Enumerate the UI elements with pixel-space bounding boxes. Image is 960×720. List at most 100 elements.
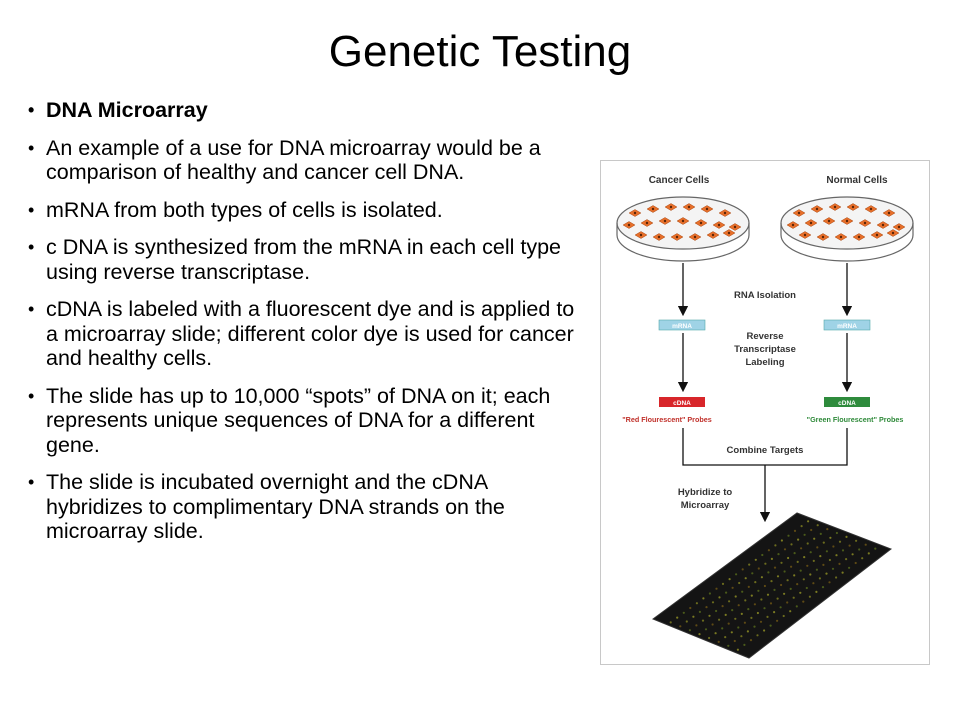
microarray-spot: [822, 541, 825, 544]
microarray-spot: [855, 539, 858, 542]
cell-nucleus: [627, 223, 631, 227]
microarray-spot: [701, 619, 705, 622]
microarray-spot: [747, 585, 750, 588]
microarray-spot: [763, 584, 766, 588]
microarray-spot: [727, 622, 730, 625]
microarray-spot: [754, 558, 757, 561]
microarray-spot: [803, 533, 806, 536]
microarray-spot: [715, 609, 718, 613]
microarray-spot: [737, 626, 740, 629]
cell-nucleus: [733, 225, 737, 229]
microarray-spot: [829, 536, 832, 539]
cell-nucleus: [803, 233, 807, 237]
microarray-spot: [735, 573, 738, 576]
microarray-spot: [731, 609, 734, 612]
microarray-spot: [721, 605, 724, 608]
microarray-spot: [819, 532, 822, 535]
microarray-spot: [718, 596, 721, 599]
microarray-spot: [795, 605, 798, 608]
microarray-spot: [738, 581, 741, 585]
microarray-spot: [835, 576, 838, 579]
microarray-spot: [727, 644, 730, 647]
cell-nucleus: [845, 219, 849, 223]
microarray-spot: [744, 599, 747, 602]
bullet-text: DNA Microarray: [46, 98, 208, 122]
microarray-spot: [812, 582, 815, 585]
microarray-spot: [767, 549, 770, 552]
rt-label-line3: Labeling: [745, 357, 784, 368]
cell-nucleus: [857, 235, 861, 239]
microarray-spot: [848, 544, 851, 547]
microarray-spot: [688, 629, 691, 632]
microarray-spot: [777, 553, 780, 556]
microarray-spot: [780, 583, 783, 587]
microarray-spot: [770, 557, 773, 560]
microarray-spot: [734, 595, 737, 598]
microarray-spot: [750, 616, 753, 619]
microarray-spot: [767, 571, 770, 574]
microarray-spot: [835, 554, 838, 557]
microarray-spot: [747, 608, 750, 611]
microarray-spot: [736, 648, 739, 651]
cell-nucleus: [705, 207, 709, 211]
cell-nucleus: [797, 211, 801, 215]
microarray-spot: [838, 540, 842, 543]
bullet-item: •An example of a use for DNA microarray …: [28, 136, 580, 185]
microarray-spot: [835, 531, 838, 535]
microarray-spot: [770, 580, 773, 583]
microarray-spot: [718, 618, 721, 621]
cancer-cells-dish: [616, 196, 750, 262]
microarray-spot: [711, 623, 714, 626]
microarray-spot: [861, 557, 864, 560]
cell-nucleus: [815, 207, 819, 211]
microarray-spot: [845, 535, 848, 538]
microarray-spot: [816, 546, 819, 549]
microarray-spot: [810, 528, 813, 532]
microarray-spot: [740, 635, 743, 638]
microarray-spot: [815, 568, 818, 571]
microarray-spot: [692, 615, 695, 618]
microarray-spot: [698, 610, 701, 613]
microarray-spot: [704, 628, 708, 631]
cell-nucleus: [863, 221, 867, 225]
microarray-spot: [805, 586, 808, 590]
microarray-spot: [724, 613, 727, 616]
rt-label-line2: Transcriptase: [734, 344, 796, 355]
microarray-spot: [766, 593, 770, 596]
microarray-spot: [746, 630, 749, 633]
cell-nucleus: [723, 211, 727, 215]
microarray-spot: [724, 636, 727, 639]
microarray-spot: [819, 555, 822, 558]
microarray-spot: [809, 573, 812, 576]
bullet-dot: •: [28, 237, 35, 257]
microarray-spot: [776, 597, 779, 600]
microarray-spot: [793, 529, 797, 532]
microarray-spot: [689, 606, 692, 610]
microarray-spot: [757, 589, 760, 592]
microarray-spot: [759, 620, 763, 623]
microarray-spot: [769, 624, 772, 627]
microarray-spot: [797, 538, 800, 541]
microarray-spot: [800, 525, 803, 528]
bullet-item: •DNA Microarray: [28, 98, 580, 123]
microarray-spot: [783, 570, 786, 573]
microarray-spot: [753, 625, 756, 628]
microarray-spot: [717, 640, 720, 643]
microarray-spot: [695, 624, 698, 627]
microarray-spot: [867, 552, 870, 555]
microarray-spot: [812, 559, 815, 562]
microarray-spot: [685, 620, 688, 623]
cell-nucleus: [881, 223, 885, 227]
slide-title: Genetic Testing: [328, 27, 632, 76]
cell-nucleus: [791, 223, 795, 227]
microarray-spot: [787, 556, 790, 560]
cdna-left-box: [659, 397, 705, 407]
microarray-spot: [779, 606, 782, 609]
rna-isolation-label: RNA Isolation: [734, 290, 796, 301]
microarray-spot: [760, 598, 763, 601]
microarray-spot: [756, 611, 759, 615]
microarray-spot: [760, 576, 763, 579]
microarray-spot: [711, 601, 715, 604]
microarray-spot: [695, 602, 698, 605]
microarray-spot: [848, 566, 851, 569]
